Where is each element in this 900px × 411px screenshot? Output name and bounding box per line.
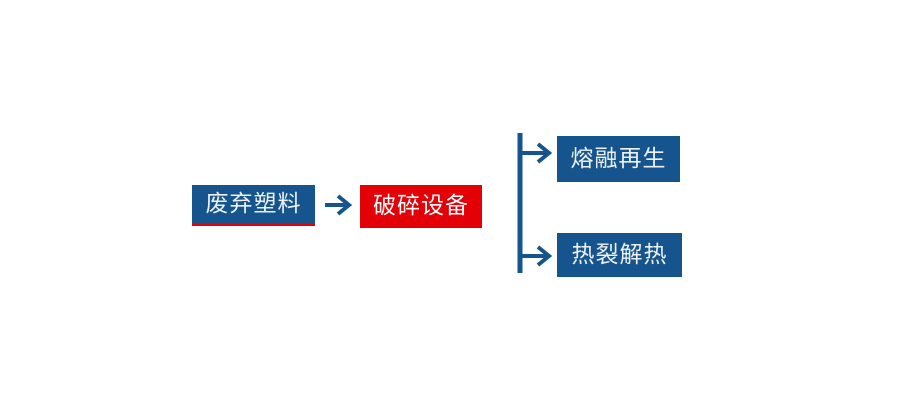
node-waste-plastic-label: 废弃塑料 [205,191,302,217]
node-pyrolysis-heat-label: 热裂解热 [571,241,668,268]
node-crushing-equipment-label: 破碎设备 [373,193,469,219]
node-waste-plastic[interactable]: 废弃塑料 [192,185,315,226]
branch-split-glyph [517,133,553,273]
node-pyrolysis-heat[interactable]: 热裂解热 [557,233,682,277]
arrow-right-glyph [325,194,353,216]
node-melt-regeneration[interactable]: 熔融再生 [557,136,680,182]
node-melt-regeneration-label: 熔融再生 [570,145,667,172]
node-crushing-equipment[interactable]: 破碎设备 [360,185,482,228]
branch-split-connector [510,128,560,278]
arrow-right-icon [322,188,356,222]
